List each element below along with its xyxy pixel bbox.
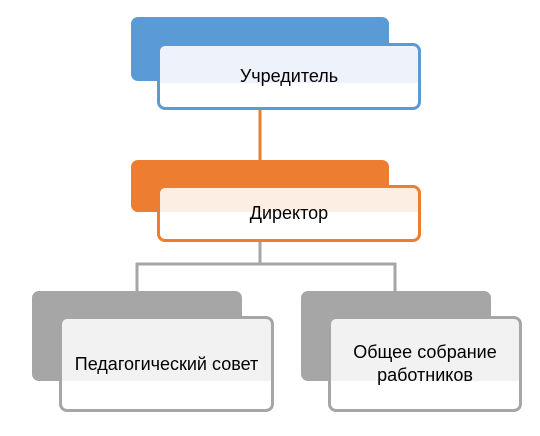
pedagogical-council-node[interactable]: Педагогический совет (59, 316, 274, 412)
director-node[interactable]: Директор (157, 185, 421, 242)
founder-label: Учредитель (239, 66, 339, 86)
director-label: Директор (249, 203, 329, 223)
assembly-label: Общее собрание работников (353, 342, 497, 385)
council-label: Педагогический совет (74, 353, 259, 374)
founder-node[interactable]: Учредитель (157, 43, 421, 110)
general-assembly-node[interactable]: Общее собрание работников (328, 316, 522, 412)
